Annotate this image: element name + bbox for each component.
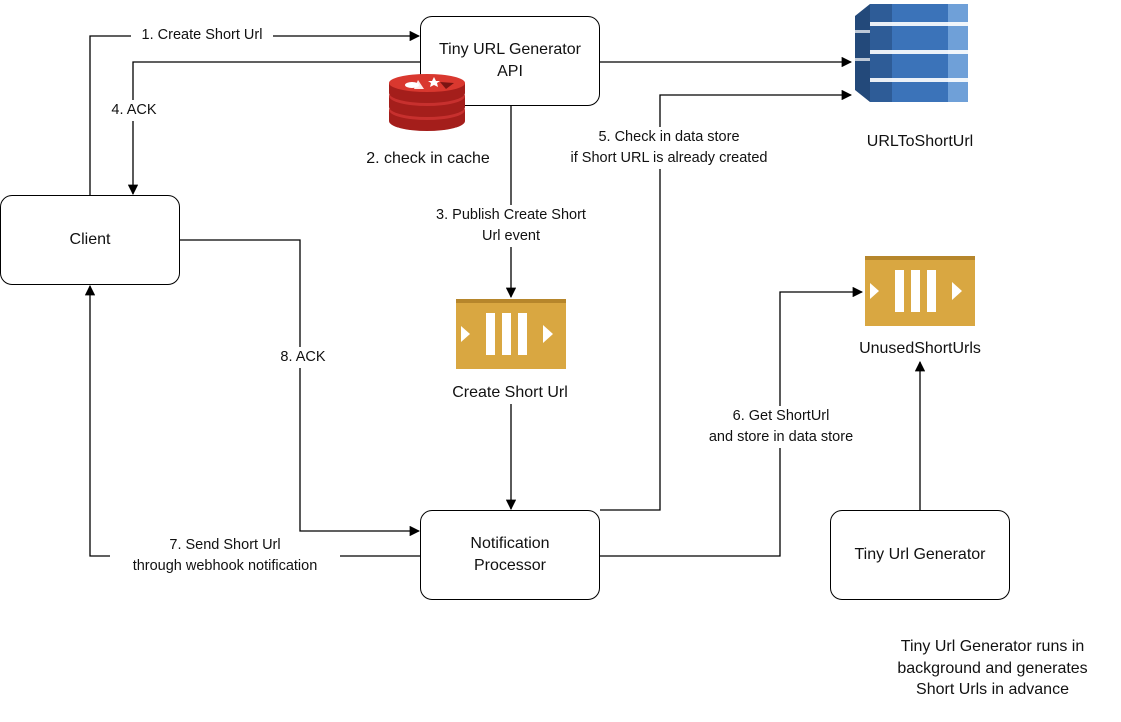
edge-label-6: 6. Get ShortUrl and store in data store [690, 406, 872, 448]
edge-send-short-url [84, 284, 420, 557]
edge-label-4: 4. ACK [105, 100, 163, 121]
notification-processor-box[interactable]: Notification Processor [420, 510, 600, 600]
edge-label-8: 8. ACK [273, 347, 333, 368]
sqs-queue-icon [456, 299, 566, 369]
dynamodb-database-icon [855, 4, 968, 102]
edge-ack-4 [127, 61, 420, 196]
create-short-url-queue-label: Create Short Url [420, 382, 600, 404]
client-box[interactable]: Client [0, 195, 180, 285]
url-to-short-url-label: URLToShortUrl [830, 131, 1010, 153]
edge-check-data-store [600, 89, 853, 511]
sqs-queue-icon [865, 256, 975, 326]
unused-short-urls-label: UnusedShortUrls [830, 338, 1010, 360]
edge-ack-8 [180, 239, 421, 537]
edge-create-short-url [89, 30, 421, 195]
edge-label-7: 7. Send Short Url through webhook notifi… [110, 535, 340, 577]
tiny-url-generator-box[interactable]: Tiny Url Generator [830, 510, 1010, 600]
redis-cache-icon [389, 74, 465, 131]
edge-label-2: 2. check in cache [366, 150, 490, 167]
edge-label-5: 5. Check in data store if Short URL is a… [555, 127, 783, 169]
generator-note: Tiny Url Generator runs in background an… [870, 636, 1115, 701]
edge-label-1: 1. Create Short Url [131, 25, 273, 46]
edge-label-3: 3. Publish Create Short Url event [420, 205, 602, 247]
